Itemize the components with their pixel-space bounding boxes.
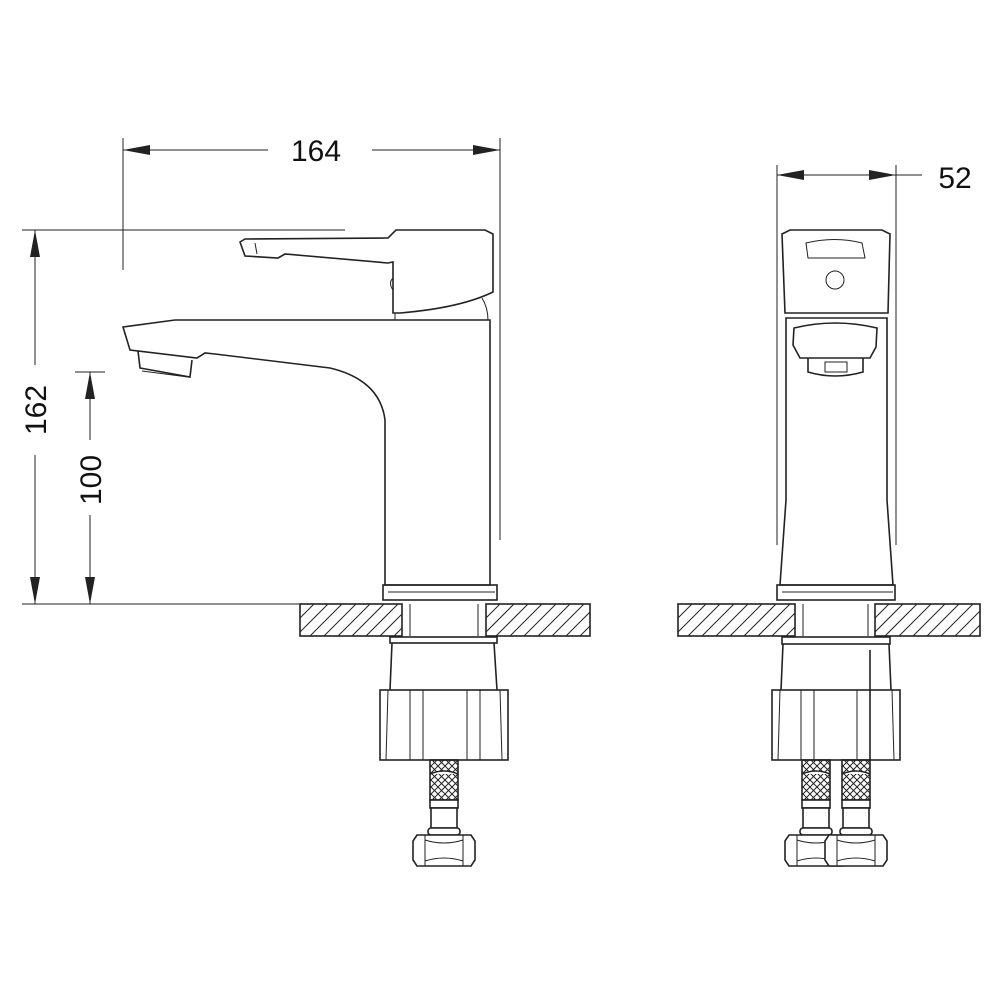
supply-hose-hot — [824, 759, 888, 867]
hatch-line — [365, 603, 399, 637]
hatch-line — [309, 603, 343, 637]
hatch-line — [715, 603, 749, 637]
counter-section — [299, 603, 403, 637]
hatch-line — [898, 603, 932, 637]
dimension-length-label: 164 — [291, 135, 341, 168]
dimension-spout-height: 100 — [75, 371, 108, 604]
hatch-line — [537, 603, 571, 637]
hatch-line — [351, 603, 385, 637]
counter-section — [677, 603, 796, 637]
hatch-line — [954, 610, 981, 637]
hatch-line — [926, 603, 960, 637]
hatch-line — [785, 626, 796, 637]
counter-section — [485, 603, 591, 637]
hatch-line — [393, 627, 403, 637]
hatch-line — [523, 603, 557, 637]
hatch-line — [771, 612, 796, 637]
hatch-line — [565, 611, 591, 637]
hatch-line — [687, 603, 721, 637]
hatch-line — [940, 603, 974, 637]
hatch-line — [912, 603, 946, 637]
hatch-line — [874, 603, 904, 633]
dimension-spout-height-label: 100 — [75, 455, 108, 505]
hatch-line — [379, 613, 403, 637]
side-view: 164 162 100 — [20, 135, 501, 605]
hatch-line — [299, 603, 315, 619]
hatch-line — [485, 603, 515, 633]
hatch-line — [579, 625, 591, 637]
hatch-line — [729, 603, 763, 637]
mounting-nut — [379, 689, 509, 761]
hatch-line — [299, 603, 329, 633]
dimension-width-label: 52 — [938, 162, 971, 195]
front-view: 52 — [776, 162, 972, 601]
counter-section — [874, 603, 981, 637]
hatch-line — [884, 603, 918, 637]
lever-handle — [239, 229, 494, 314]
front-handle — [781, 229, 891, 314]
hatch-line — [701, 603, 735, 637]
front-view-mounting — [771, 604, 901, 867]
spout-body — [121, 319, 491, 586]
hatch-line — [323, 603, 357, 637]
hatch-line — [743, 603, 777, 637]
dimension-height: 162 — [20, 229, 345, 605]
hatch-line — [551, 603, 585, 637]
aerator — [137, 350, 193, 378]
hatch-line — [677, 603, 707, 633]
hatch-line — [968, 624, 981, 637]
hex-nut — [412, 834, 476, 867]
hatch-line — [485, 603, 501, 619]
hex-nut — [824, 834, 888, 867]
hatch-line — [677, 603, 693, 619]
supply-hose — [412, 759, 476, 867]
countertop-sections — [299, 603, 981, 637]
hatch-line — [337, 603, 371, 637]
side-view-mounting — [379, 604, 509, 867]
dimension-height-label: 162 — [20, 385, 53, 435]
dimension-length: 164 — [122, 135, 501, 540]
hatch-line — [495, 603, 529, 637]
hatch-line — [757, 603, 791, 637]
hatch-line — [874, 603, 890, 619]
dimension-width: 52 — [776, 162, 972, 545]
hatch-line — [509, 603, 543, 637]
